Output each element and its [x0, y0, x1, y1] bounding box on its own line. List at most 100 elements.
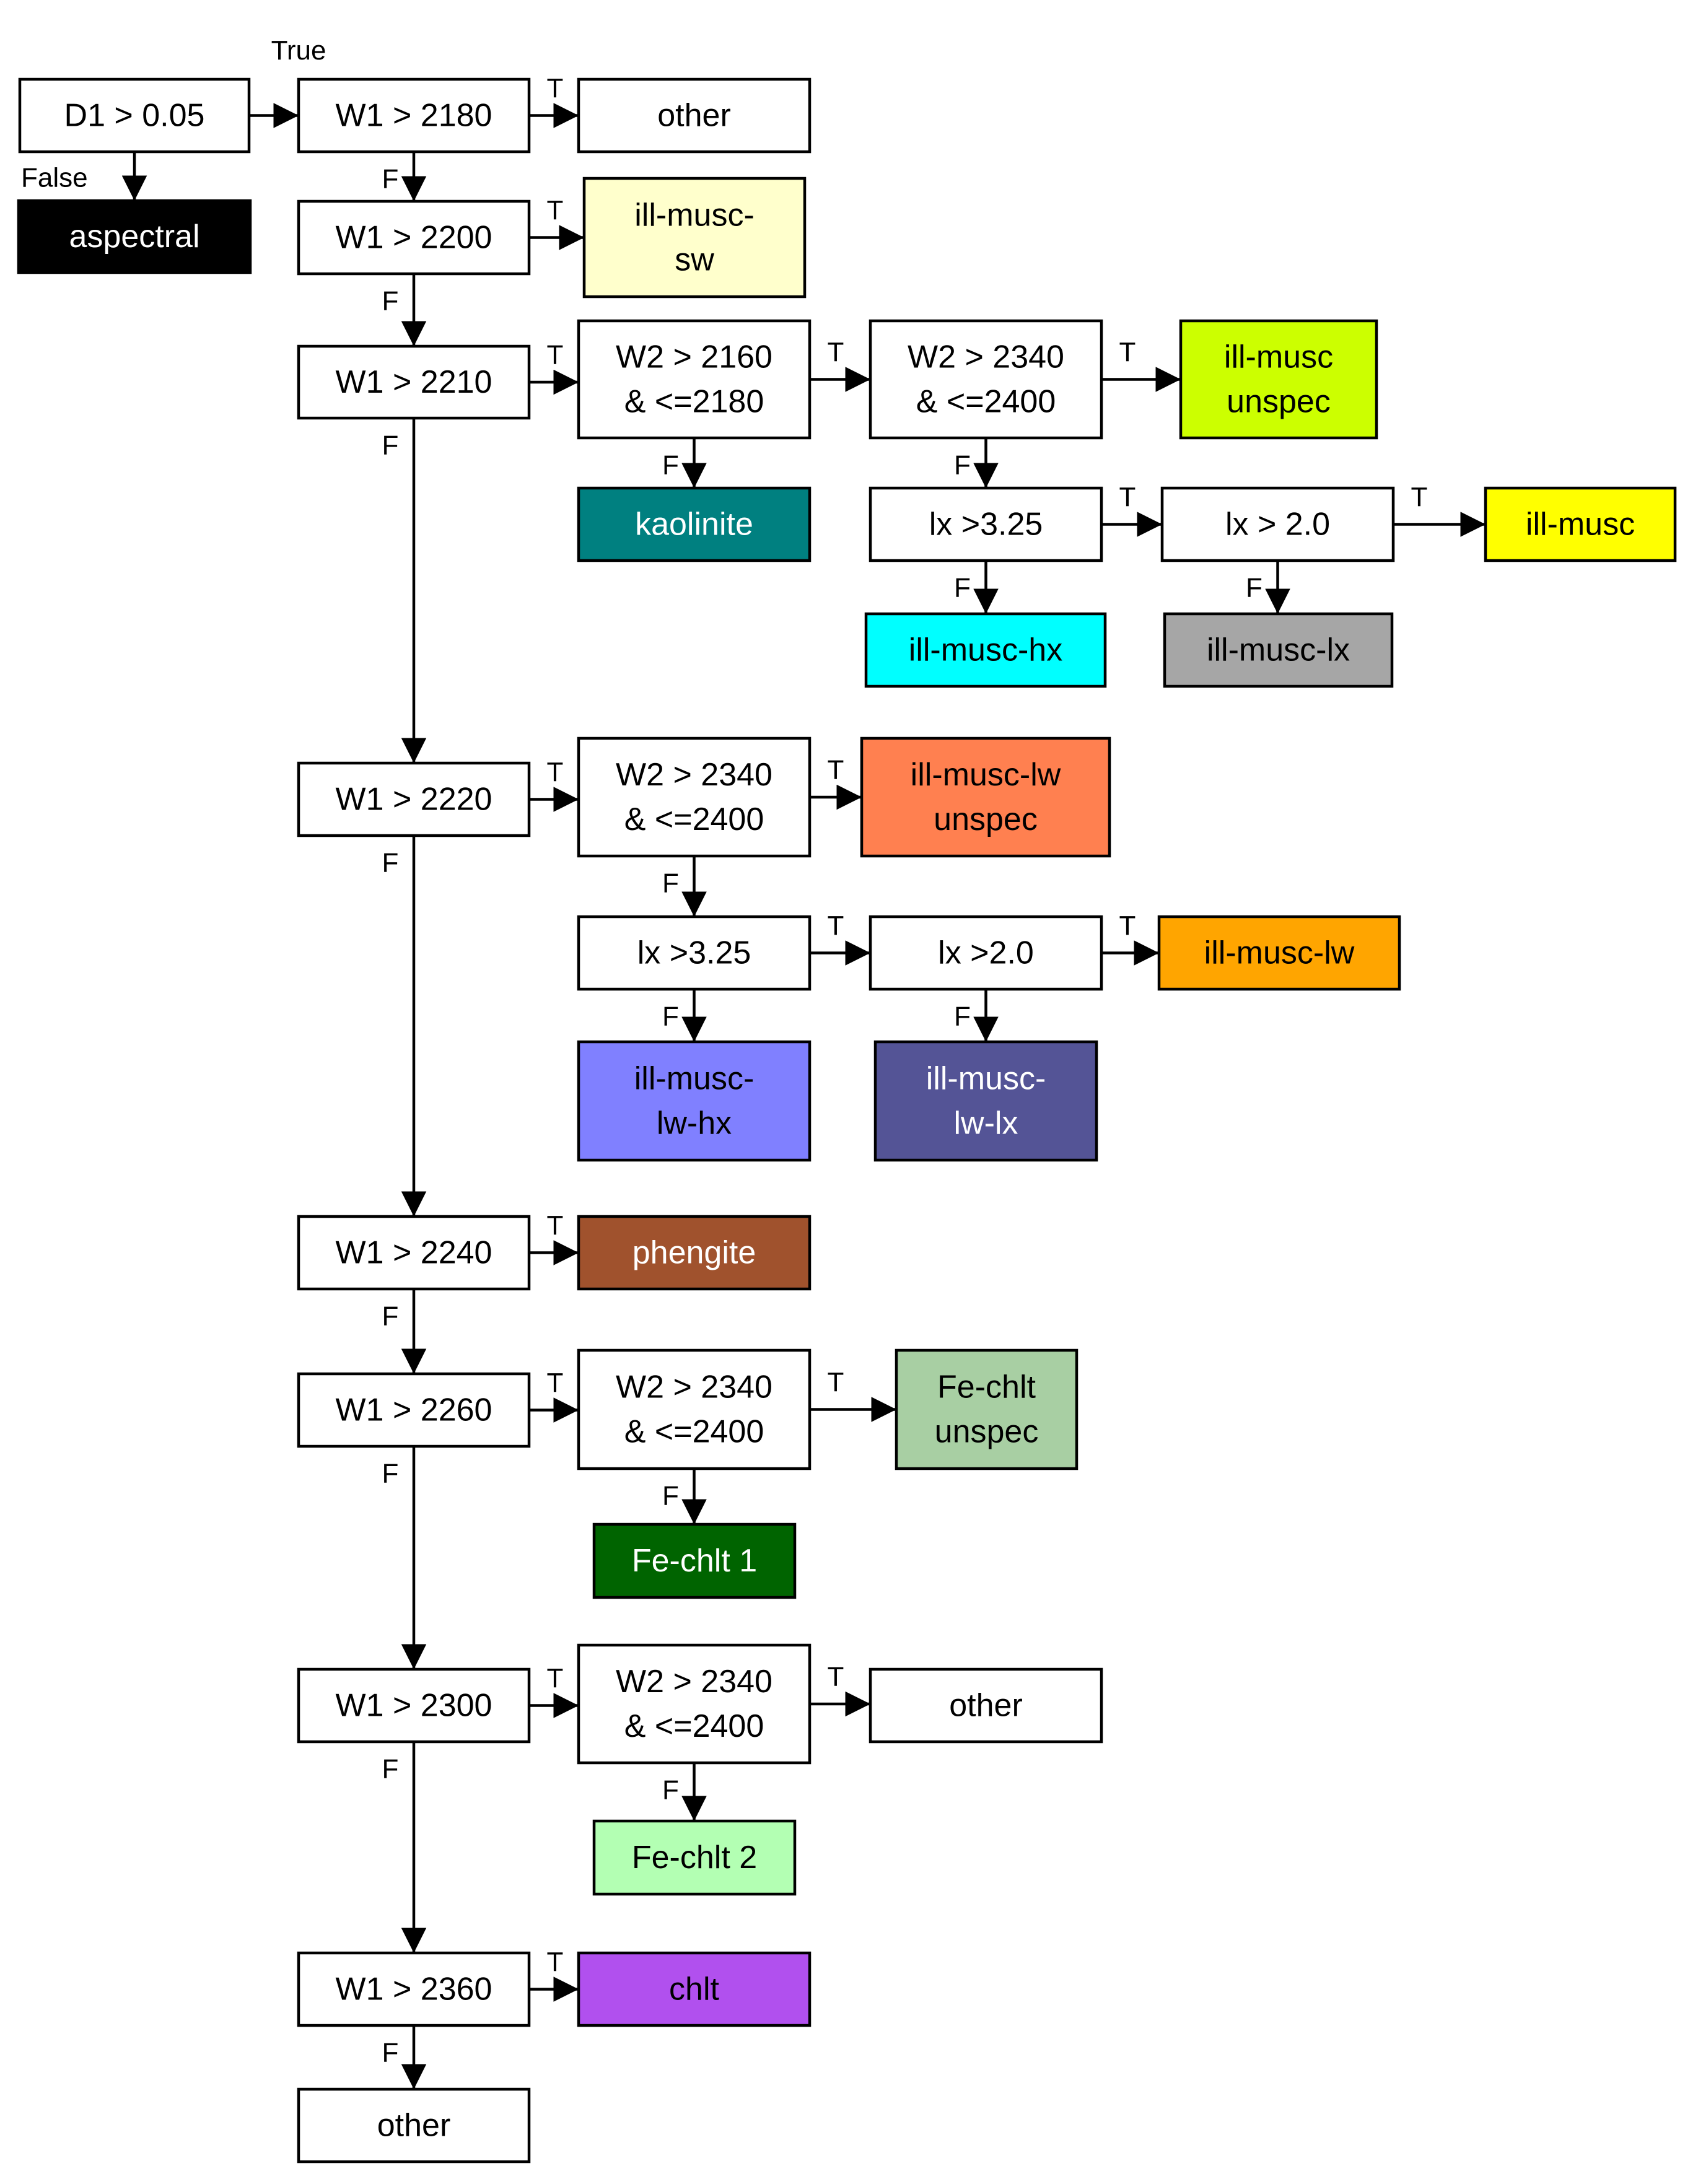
node-box: [17, 199, 252, 274]
edge-label: T: [547, 73, 564, 103]
node-label: Fe-chlt 2: [632, 1840, 757, 1876]
node-label: ill-musc-: [634, 1061, 755, 1097]
node-label: other: [657, 98, 731, 134]
edge-label: True: [271, 35, 326, 66]
edge-label: T: [828, 337, 844, 367]
node-label: W1 > 2240: [336, 1235, 492, 1271]
node-fe-chlt-1: Fe-chlt 1: [592, 1522, 797, 1599]
node-other-2: other: [869, 1667, 1103, 1744]
node-label: W2 > 2340: [616, 1664, 772, 1700]
node-label: kaolinite: [635, 507, 753, 543]
edge-label: F: [662, 1481, 679, 1511]
node-label: ill-musc-hx: [909, 632, 1062, 668]
node-lx-20-a: lx > 2.0: [1160, 486, 1395, 562]
edge-label: F: [954, 1002, 971, 1032]
node-w2-2340-a: W2 > 2340& <=2400: [869, 319, 1103, 440]
node-box: [869, 1667, 1103, 1744]
node-fe-chlt-unspec: Fe-chlt unspec: [895, 1348, 1079, 1470]
node-box: [297, 1951, 531, 2027]
node-ill-musc-lx: ill-musc-lx: [1163, 612, 1394, 688]
edge-label: T: [828, 1367, 844, 1397]
node-box: [297, 344, 531, 420]
node-box: [577, 486, 812, 562]
node-phengite: phengite: [577, 1215, 812, 1291]
edge-label: F: [662, 1002, 679, 1032]
node-other-1: other: [577, 77, 812, 154]
node-label: unspec: [1227, 384, 1331, 420]
edge-label: T: [547, 195, 564, 225]
edge-label: T: [828, 1662, 844, 1692]
edge-label: F: [662, 450, 679, 481]
edge-label: T: [547, 757, 564, 787]
node-label: W1 > 2360: [336, 1972, 492, 2007]
node-box: [297, 1215, 531, 1291]
diagram-nodes: D1 > 0.05 aspectral W1 > 2180 other W1 > 220…: [17, 77, 1677, 2164]
edge-label: T: [547, 1663, 564, 1693]
node-label: unspec: [934, 802, 1038, 837]
node-label: ill-musc-lw: [911, 757, 1061, 793]
edge-label: T: [1119, 337, 1136, 367]
node-box: [1179, 319, 1378, 440]
node-w1-2260: W1 > 2260: [297, 1372, 531, 1448]
node-fe-chlt-2: Fe-chlt 2: [592, 1819, 797, 1896]
node-ill-musc-lw: ill-musc-lw: [1157, 915, 1401, 991]
edge-label: T: [547, 1947, 564, 1977]
node-label: W2 > 2340: [616, 1369, 772, 1405]
node-label: other: [949, 1688, 1023, 1724]
node-box: [297, 761, 531, 837]
node-label: lx >2.0: [938, 935, 1034, 971]
edge-label: T: [828, 911, 844, 941]
edge-label: T: [547, 1368, 564, 1398]
node-d1: D1 > 0.05: [18, 77, 251, 154]
node-lx-325-b: lx >3.25: [577, 915, 812, 991]
node-label: Fe-chlt: [937, 1369, 1036, 1405]
node-label: lw-hx: [657, 1106, 732, 1142]
node-label: W1 > 2210: [336, 364, 492, 400]
node-box: [577, 77, 812, 154]
node-w1-2360: W1 > 2360: [297, 1951, 531, 2027]
connector-arrows: [121, 103, 1486, 2089]
node-box: [297, 2087, 531, 2164]
node-ill-musc-lw-unspec: ill-musc-lw unspec: [860, 736, 1111, 858]
edge-label: F: [382, 1301, 399, 1332]
node-box: [577, 1348, 812, 1470]
node-lx-20-b: lx >2.0: [869, 915, 1103, 991]
edge-label: F: [662, 868, 679, 899]
node-w1-2300: W1 > 2300: [297, 1667, 531, 1744]
node-box: [1484, 486, 1677, 562]
node-ill-musc-sw: ill-musc-sw: [582, 177, 807, 299]
node-label: other: [377, 2108, 451, 2144]
edge-label: T: [547, 340, 564, 370]
node-w1-2180: W1 > 2180: [297, 77, 531, 154]
node-ill-musc-lw-lx: ill-musc-lw-lx: [873, 1040, 1098, 1162]
edge-label: T: [547, 1210, 564, 1241]
node-label: ill-musc: [1526, 507, 1635, 543]
edge-label: T: [1411, 482, 1428, 512]
node-box: [577, 1215, 812, 1291]
node-lx-325-a: lx >3.25: [869, 486, 1103, 562]
node-box: [1160, 486, 1395, 562]
node-label: W1 > 2180: [336, 98, 492, 134]
node-box: [1157, 915, 1401, 991]
edge-label: F: [382, 164, 399, 194]
node-box: [297, 1667, 531, 1744]
node-ill-musc-lw-hx: ill-musc-lw-hx: [577, 1040, 812, 1162]
node-box: [577, 1040, 812, 1162]
edge-label: T: [828, 755, 844, 785]
node-label: lx > 2.0: [1225, 507, 1330, 543]
node-w1-2200: W1 > 2200: [297, 199, 531, 276]
node-label: aspectral: [69, 219, 200, 255]
node-box: [297, 77, 531, 154]
node-chlt: chlt: [577, 1951, 812, 2027]
node-w1-2210: W1 > 2210: [297, 344, 531, 420]
node-label: D1 > 0.05: [64, 98, 205, 134]
edge-label: F: [954, 450, 971, 481]
node-label: W2 > 2340: [616, 757, 772, 793]
node-box: [873, 1040, 1098, 1162]
node-label: unspec: [935, 1414, 1039, 1450]
node-label: W2 > 2340: [908, 339, 1064, 375]
node-label: & <=2400: [624, 802, 764, 837]
node-label: Fe-chlt 1: [632, 1543, 757, 1579]
edge-label: F: [954, 573, 971, 603]
